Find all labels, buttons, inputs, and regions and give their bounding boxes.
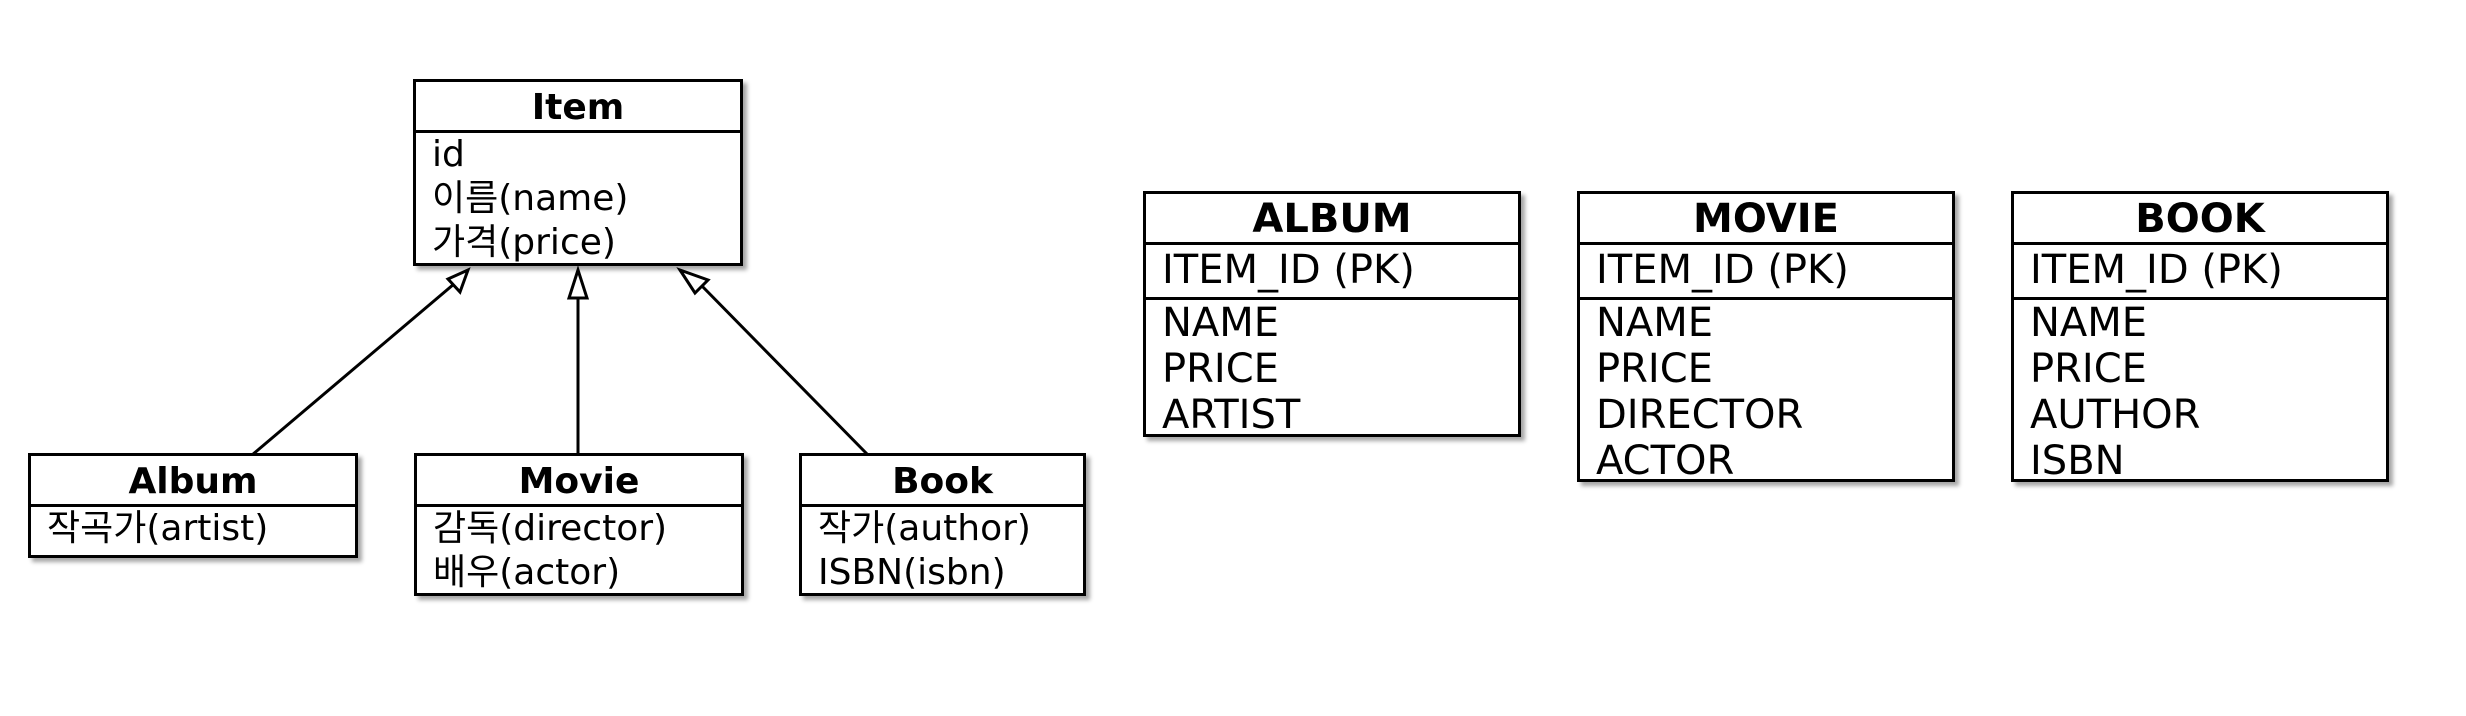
table-book-column: ISBN <box>2030 438 2125 484</box>
album-inherits-item-line <box>251 282 455 457</box>
class-movie-fields: 감독(director) 배우(actor) <box>417 507 741 595</box>
class-book-field: ISBN(isbn) <box>818 552 1006 593</box>
table-movie-column: NAME <box>1596 300 1714 346</box>
table-movie-column: PRICE <box>1596 346 1713 392</box>
table-album-column: ARTIST <box>1162 392 1301 438</box>
class-item-fields: id 이름(name) 가격(price) <box>416 133 740 265</box>
class-album-fields: 작곡가(artist) <box>31 507 355 551</box>
table-book: BOOK ITEM_ID (PK) NAME PRICE AUTHOR ISBN <box>2011 191 2389 484</box>
table-movie-title: MOVIE <box>1580 194 1952 245</box>
table-movie: MOVIE ITEM_ID (PK) NAME PRICE DIRECTOR A… <box>1577 191 1955 484</box>
table-book-pk: ITEM_ID (PK) <box>2014 245 2386 297</box>
class-item-title: Item <box>416 82 740 133</box>
table-album-pk: ITEM_ID (PK) <box>1146 245 1518 297</box>
class-album: Album 작곡가(artist) <box>28 453 358 558</box>
class-book-fields: 작가(author) ISBN(isbn) <box>802 507 1083 595</box>
movie-arrowhead-icon <box>566 265 590 300</box>
class-item: Item id 이름(name) 가격(price) <box>413 79 743 266</box>
table-album-columns: NAME PRICE ARTIST <box>1146 297 1518 438</box>
class-book: Book 작가(author) ISBN(isbn) <box>799 453 1086 596</box>
class-album-title: Album <box>31 456 355 507</box>
table-book-column: AUTHOR <box>2030 392 2201 438</box>
class-item-field: 가격(price) <box>432 222 616 263</box>
class-item-field: id <box>432 134 465 175</box>
table-album-column: PRICE <box>1162 346 1279 392</box>
table-movie-columns: NAME PRICE DIRECTOR ACTOR <box>1580 297 1952 484</box>
album-arrowhead-icon <box>445 267 471 295</box>
table-movie-column: ACTOR <box>1596 438 1735 484</box>
table-album-pk-column: ITEM_ID (PK) <box>1162 247 1415 293</box>
class-book-field: 작가(author) <box>818 508 1031 549</box>
class-movie-title: Movie <box>417 456 741 507</box>
table-book-columns: NAME PRICE AUTHOR ISBN <box>2014 297 2386 484</box>
table-book-column: PRICE <box>2030 346 2147 392</box>
book-inherits-item-line <box>698 282 870 457</box>
book-arrowhead-icon <box>676 267 711 296</box>
class-movie-field: 감독(director) <box>433 508 668 549</box>
class-movie: Movie 감독(director) 배우(actor) <box>414 453 744 596</box>
table-book-title: BOOK <box>2014 194 2386 245</box>
table-book-column: NAME <box>2030 300 2148 346</box>
table-movie-pk-column: ITEM_ID (PK) <box>1596 247 1849 293</box>
class-item-field: 이름(name) <box>432 178 629 219</box>
table-album-title: ALBUM <box>1146 194 1518 245</box>
table-album-column: NAME <box>1162 300 1280 346</box>
table-movie-pk: ITEM_ID (PK) <box>1580 245 1952 297</box>
class-album-field: 작곡가(artist) <box>47 508 269 549</box>
table-book-pk-column: ITEM_ID (PK) <box>2030 247 2283 293</box>
class-book-title: Book <box>802 456 1083 507</box>
class-movie-field: 배우(actor) <box>433 552 621 593</box>
table-movie-column: DIRECTOR <box>1596 392 1804 438</box>
table-album: ALBUM ITEM_ID (PK) NAME PRICE ARTIST <box>1143 191 1521 438</box>
